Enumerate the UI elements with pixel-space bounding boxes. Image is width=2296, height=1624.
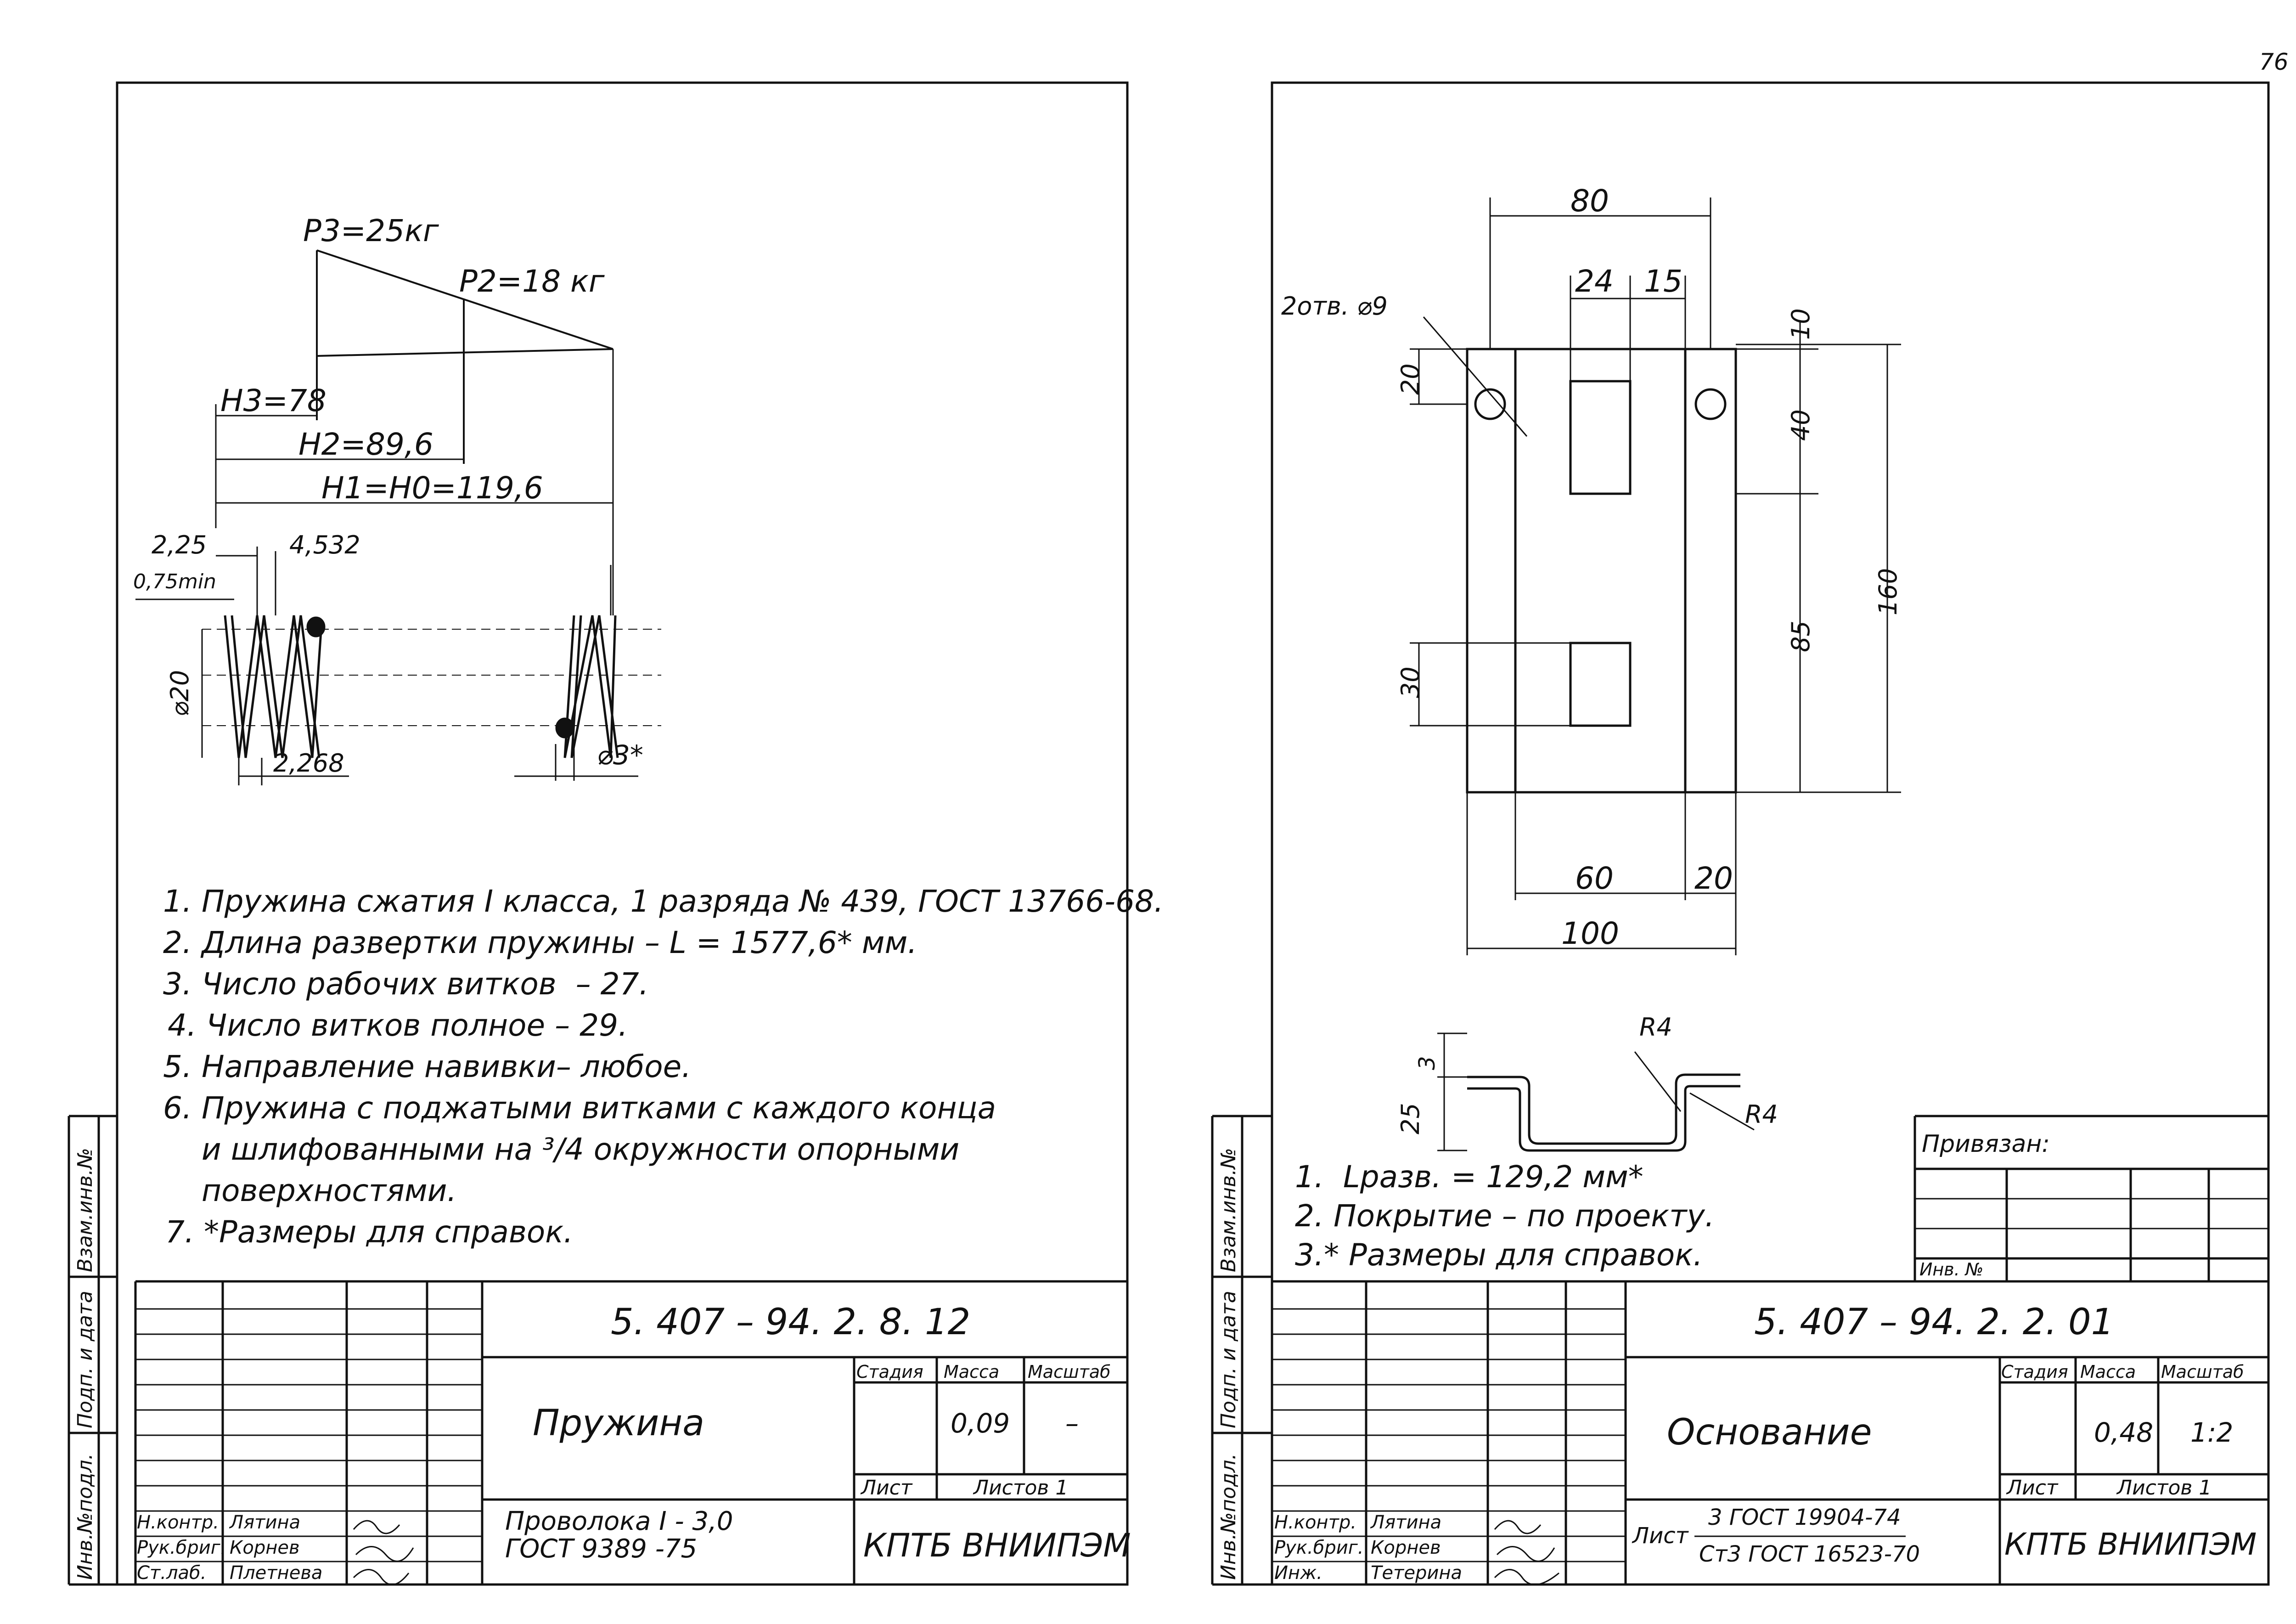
note-line: 3.* Размеры для справок. [1295,1237,1703,1273]
dim-2-25: 2,25 [152,530,207,559]
right-stage-label: Стадия [2001,1362,2068,1382]
dim-2-268: 2,268 [273,749,344,778]
holes-label: 2отв. ⌀9 [1281,292,1388,321]
right-part-name: Основание [1667,1412,1872,1453]
right-signatures [1494,1520,1559,1585]
right-mass-label: Масса [2080,1362,2136,1382]
right-sheets-label: Листов 1 [2117,1476,2212,1500]
left-material-2: ГОСТ 9389 -75 [505,1534,698,1564]
right-mass-value: 0,48 [2094,1417,2154,1448]
force-label-p2: P2=18 кг [459,264,605,299]
page-number: 76 [2259,49,2289,75]
dim-h1: H1=H0=119,6 [321,470,543,506]
left-doc-code: 5. 407 – 94. 2. 8. 12 [611,1302,971,1343]
right-role: Н.контр. [1274,1512,1356,1533]
material-fraction-bar [1694,1535,1906,1537]
dim-0-75min: 0,75min [133,570,216,593]
dim-h2: H2=89,6 [298,427,433,462]
left-name: Лятина [230,1512,301,1533]
left-part-name: Пружина [533,1403,705,1444]
dim-100: 100 [1561,916,1619,951]
left-signatures [353,1520,414,1585]
right-role: Инж. [1274,1562,1322,1584]
inv-label: Инв. № [1919,1259,1984,1280]
dim-15: 15 [1644,264,1683,299]
right-scale-label: Масштаб [2161,1362,2244,1382]
left-name: Корнев [230,1537,300,1558]
note-line: 2. Покрытие – по проекту. [1295,1198,1715,1234]
note-line: 2. Длина развертки пружины – L = 1577,6*… [163,925,917,960]
right-role: Рук.бриг. [1274,1537,1364,1558]
left-mass-value: 0,09 [951,1408,1010,1439]
dim-3: 3 [1414,1056,1440,1070]
side-label-vzam: Взам.инв.№ [1217,1148,1240,1272]
dim-d20: ⌀20 [165,670,194,716]
privyazan-label: Привязан: [1922,1130,2050,1158]
dim-h3: H3=78 [220,383,326,418]
note-line: 3. Число рабочих витков – 27. [163,966,649,1002]
dim-85: 85 [1786,620,1815,652]
note-line: 6. Пружина с поджатыми витками с каждого… [163,1090,996,1126]
right-scale-value: 1:2 [2190,1417,2234,1448]
left-role: Ст.лаб. [137,1562,207,1584]
dim-4-532: 4,532 [289,530,360,559]
right-doc-code: 5. 407 – 94. 2. 2. 01 [1754,1302,2114,1343]
dim-10: 10 [1786,308,1815,340]
side-label-podp: Подп. и дата [73,1291,97,1428]
note-line: 1. Пружина сжатия I класса, 1 разряда № … [163,884,1164,919]
left-material-1: Проволока I - 3,0 [505,1506,733,1536]
radius-label: R4 [1745,1100,1778,1129]
side-label-podp: Подп. и дата [1217,1291,1240,1428]
right-name: Лятина [1371,1512,1442,1533]
dim-24: 24 [1575,264,1614,299]
note-line: поверхностями. [163,1173,457,1208]
dim-40: 40 [1786,409,1815,441]
dim-80: 80 [1570,183,1609,219]
dim-20-edge: 20 [1694,861,1733,896]
right-name: Корнев [1371,1537,1441,1558]
left-role: Рук.бриг. [137,1537,226,1558]
right-org: КПТБ ВНИИПЭМ [2004,1527,2257,1562]
left-org: КПТБ ВНИИПЭМ [863,1527,1131,1564]
note-line: 1. Lразв. = 129,2 мм* [1295,1159,1643,1195]
right-material-prefix: Лист [1632,1523,1688,1549]
dim-30: 30 [1396,666,1425,698]
dim-20-hole: 20 [1396,363,1425,395]
dim-60: 60 [1575,861,1614,896]
side-label-vzam: Взам.инв.№ [73,1148,97,1272]
note-line: 4. Число витков полное – 29. [168,1008,628,1043]
side-label-inv-podl: Инв.№подл. [73,1453,97,1580]
right-material-2: Ст3 ГОСТ 16523-70 [1699,1541,1920,1567]
left-mass-label: Масса [944,1362,1000,1382]
note-line: 7. *Размеры для справок. [165,1214,574,1250]
right-name: Тетерина [1371,1562,1463,1584]
note-line: и шлифованными на ³/4 окружности опорным… [163,1132,960,1167]
left-sheets-label: Листов 1 [974,1476,1069,1500]
dim-d3: ⌀3* [597,739,643,771]
right-sheet-label: Лист [2007,1476,2058,1500]
side-label-inv-podl: Инв.№подл. [1217,1453,1240,1580]
left-scale-value: – [1065,1408,1079,1439]
dim-25: 25 [1396,1103,1425,1134]
note-line: 5. Направление навивки– любое. [163,1049,692,1084]
radius-label: R4 [1639,1013,1672,1042]
left-stage-label: Стадия [856,1362,923,1382]
left-sheet-label: Лист [861,1476,912,1500]
left-scale-label: Масштаб [1028,1362,1111,1382]
right-material-1: 3 ГОСТ 19904-74 [1708,1505,1901,1530]
dim-160: 160 [1874,568,1902,615]
force-label-p3: P3=25кг [303,213,439,248]
left-role: Н.контр. [137,1512,219,1533]
left-name: Плетнева [230,1562,323,1584]
